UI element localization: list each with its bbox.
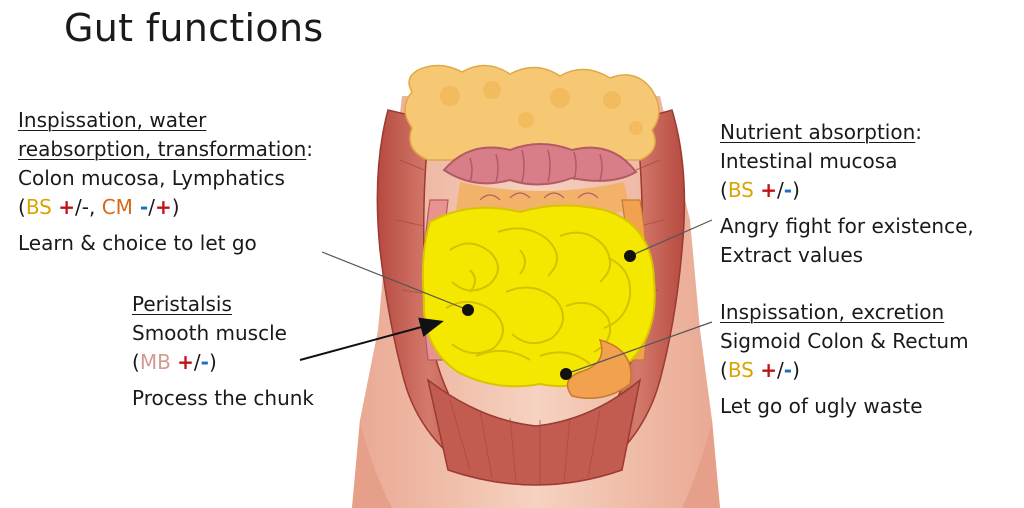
tissue-label: Intestinal mucosa (720, 149, 898, 173)
heading-line-2: reabsorption, transformation: (18, 137, 314, 161)
label-block-peristalsis: Peristalsis Smooth muscle (MB +/-) Proce… (132, 290, 314, 413)
transverse-colon (442, 143, 638, 186)
meaning-label: Process the chunk (132, 386, 315, 410)
meaning-label: Learn & choice to let go (18, 231, 257, 255)
heading: Inspissation, excretion (720, 300, 945, 324)
meaning-label: Let go of ugly waste (720, 394, 923, 418)
hip-right (682, 420, 720, 508)
codes-line: (BS +/-, CM -/+) (18, 195, 180, 219)
label-block-nutrient-absorption: Nutrient absorption: Intestinal mucosa (… (720, 118, 974, 270)
colon-haustra (469, 149, 603, 183)
tissue-label: Colon mucosa, Lymphatics (18, 166, 285, 190)
meaning-label-2: Extract values (720, 243, 864, 267)
omentum (404, 64, 660, 161)
codes-line: (BS +/-) (720, 178, 800, 202)
mesentery-vessels (479, 192, 599, 201)
meaning-label-1: Angry fight for existence, (720, 214, 974, 238)
tissue-label: Smooth muscle (132, 321, 287, 345)
omentum-lumps (440, 81, 643, 135)
codes-line: (MB +/-) (132, 350, 217, 374)
heading: Peristalsis (132, 292, 232, 316)
label-block-top-left: Inspissation, water reabsorption, transf… (18, 106, 313, 258)
hip-left (352, 420, 392, 508)
heading: Nutrient absorption: (720, 120, 923, 144)
heading-line-1: Inspissation, water (18, 108, 207, 132)
muscle-lower (426, 378, 642, 486)
label-block-excretion: Inspissation, excretion Sigmoid Colon & … (720, 298, 969, 421)
page-title: Gut functions (64, 6, 324, 50)
tissue-label: Sigmoid Colon & Rectum (720, 329, 969, 353)
codes-line: (BS +/-) (720, 358, 800, 382)
